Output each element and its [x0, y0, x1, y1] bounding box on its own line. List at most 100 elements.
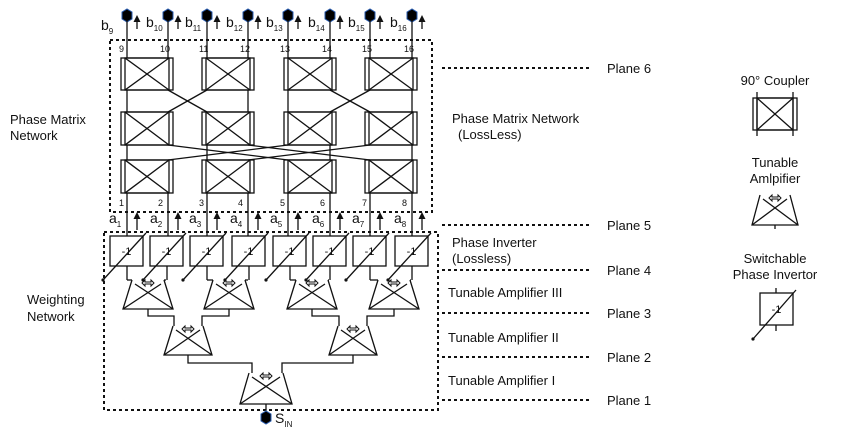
output-port-icon [324, 8, 336, 23]
bottom-port-number-7: 7 [362, 198, 367, 208]
phase-inverter-1-switch-line [102, 232, 147, 281]
coupler-r1-c3-inner [287, 57, 333, 91]
phase-inverter-8-switch-dot [386, 278, 390, 282]
double-arrow-icon [222, 278, 236, 288]
output-label-14-main: b [308, 14, 316, 30]
coupler-r2-c3 [283, 111, 337, 146]
input-label-6-main: a [312, 210, 320, 226]
output-label-9-sub: 9 [109, 27, 114, 36]
double-arrow-icon [768, 193, 782, 203]
bottom-port-number-2: 2 [158, 198, 163, 208]
output-arrow-icon [213, 15, 221, 29]
output-label-15-sub: 15 [356, 24, 365, 33]
input-arrow-icon-head [133, 212, 141, 219]
phase-inverter-2-label: -1 [162, 246, 172, 258]
output-label-10: b10 [146, 14, 163, 33]
coupler-r1-c2-x2 [205, 57, 251, 91]
input-label-4: a4 [230, 210, 243, 229]
input-label-2-sub: 2 [158, 220, 163, 229]
legend-inverter-icon-label: -1 [772, 304, 782, 316]
coupler-r3-c1 [120, 159, 174, 194]
phase-inverter-2: -1 [141, 232, 187, 282]
output-arrow-icon [294, 15, 302, 29]
feed-line [366, 309, 395, 326]
amplifier-iii-3-x1 [298, 283, 338, 310]
crossing-line [167, 89, 208, 113]
coupler-r2-c3-inner [287, 111, 333, 146]
amplifier-iii-2 [203, 278, 255, 310]
legend-inverter-icon-switch-line [752, 289, 797, 340]
top-port-number-15: 15 [362, 44, 372, 54]
input-arrow-icon [418, 212, 426, 230]
output-port-icon [121, 8, 133, 23]
input-arrow-icon-head [418, 212, 426, 219]
output-arrow-icon-head [213, 15, 221, 22]
output-port-icon [282, 8, 294, 23]
weighting-network-boundary [103, 231, 439, 411]
phase-inverter-7-switch-dot [344, 278, 348, 282]
phase-inverter-6-switch-dot [304, 278, 308, 282]
phase-inverter-5-switch-dot [264, 278, 268, 282]
amplifier-ii-2-x2 [328, 329, 366, 356]
plane-label-2: Plane 2 [607, 350, 651, 365]
coupler-r3-c4-inner [368, 159, 414, 194]
coupler-r3-c2-inner [205, 159, 251, 194]
input-label-1-sub: 1 [117, 220, 122, 229]
phase-inverter-4-label: -1 [244, 246, 254, 258]
weighting-network-label-2: Network [27, 309, 75, 324]
coupler-r2-c3-x2 [287, 111, 333, 146]
output-label-9: b9 [101, 17, 114, 36]
double-arrow-icon [141, 278, 155, 288]
output-arrow-icon [376, 15, 384, 29]
phase-inverter-3-label: -1 [202, 246, 212, 258]
phase-inverter-6-switch-line [305, 232, 350, 281]
bottom-port-number-4: 4 [238, 198, 243, 208]
phase-inverter-3: -1 [181, 232, 227, 282]
coupler-r1-c1-x2 [124, 57, 170, 91]
coupler-r1-c4 [364, 57, 418, 91]
output-port-icon [406, 8, 418, 23]
input-label-7: a7 [352, 210, 365, 229]
top-port-number-9: 9 [119, 44, 124, 54]
coupler-r1-c1-inner [124, 57, 170, 91]
output-arrow-icon [254, 15, 262, 29]
output-label-10-sub: 10 [154, 24, 163, 33]
output-label-15-main: b [348, 14, 356, 30]
amplifier-iii-4-x2 [368, 283, 408, 310]
coupler-r2-c2-inner [205, 111, 251, 146]
coupler-r2-c4-x2 [368, 111, 414, 146]
phase-inverter-3-box [189, 235, 224, 267]
amplifier-ii-2 [328, 324, 378, 356]
feed-line [281, 355, 354, 373]
phase-inverter-5: -1 [264, 232, 310, 282]
input-label-3-sub: 3 [197, 220, 202, 229]
legend-coupler-label: 90° Coupler [741, 73, 810, 88]
coupler-r3-c2 [201, 159, 255, 194]
crossing-line [329, 89, 371, 113]
legend-inverter-icon: -1 [751, 289, 797, 341]
amplifier-i-x1 [251, 376, 293, 405]
phase-inverter-8-label: -1 [407, 246, 417, 258]
amplifier-ii-2-x1 [340, 329, 378, 356]
coupler-r1-c2-inner [205, 57, 251, 91]
coupler-r2-c1-inner [124, 111, 170, 146]
feed-line [147, 309, 175, 326]
output-label-13: b13 [266, 14, 283, 33]
input-label-1: a1 [109, 210, 122, 229]
input-label-1-main: a [109, 210, 117, 226]
output-label-13-sub: 13 [274, 24, 283, 33]
coupler-r1-c1 [120, 57, 174, 91]
output-arrow-icon-head [254, 15, 262, 22]
input-arrow-icon-head [294, 212, 302, 219]
amp-ii-label: Tunable Amplifier II [448, 330, 559, 345]
phase-inverter-8-switch-line [387, 232, 432, 281]
legend-inverter-label-2: Phase Invertor [733, 267, 818, 282]
coupler-r3-c1-x2 [124, 159, 170, 194]
phase-inverter-5-switch-line [265, 232, 310, 281]
amplifier-iii-4-x1 [380, 283, 420, 310]
coupler-r1-c4-x2 [368, 57, 414, 91]
bottom-port-number-3: 3 [199, 198, 204, 208]
input-label-5-main: a [270, 210, 278, 226]
legend-amplifier-label-1: Tunable [752, 155, 799, 170]
phase-inverter-label-1: Phase Inverter [452, 235, 537, 250]
